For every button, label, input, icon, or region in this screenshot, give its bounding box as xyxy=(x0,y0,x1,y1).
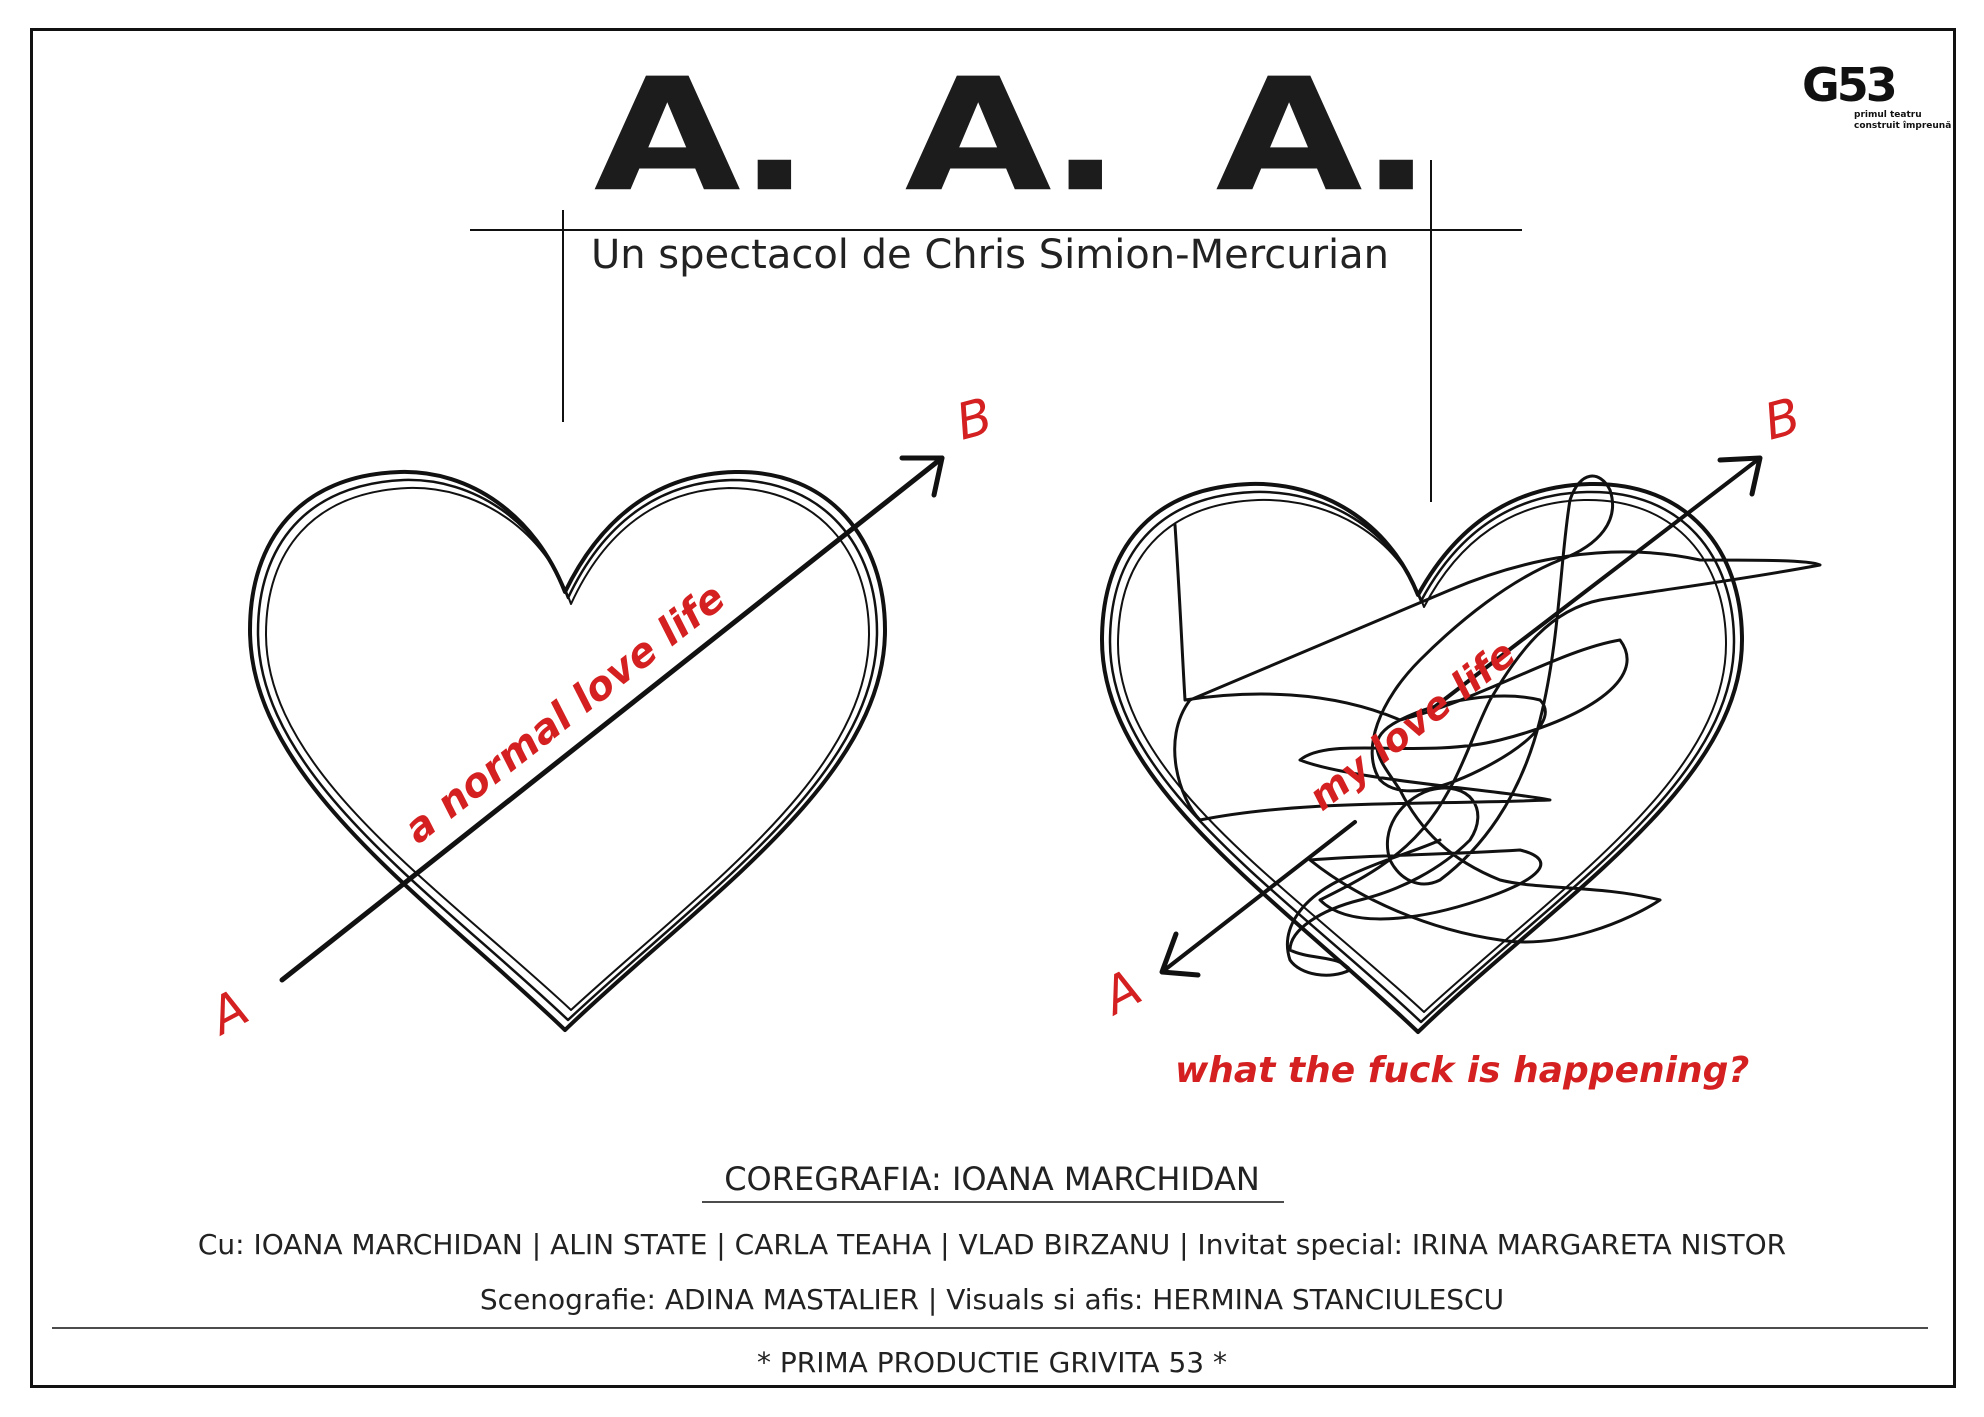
poster-frame xyxy=(30,28,1956,1388)
right-arrow-down-line xyxy=(1160,820,1357,974)
left-caption: a normal love life xyxy=(396,575,734,853)
staff-credit: Scenografie: ADINA MASTALIER | Visuals s… xyxy=(479,1283,1505,1316)
logo-tagline: primul teatru construit împreună xyxy=(1854,110,1954,132)
right-heart xyxy=(1100,481,1744,1034)
cast-credit: Cu: IOANA MARCHIDAN | ALIN STATE | CARLA… xyxy=(197,1228,1787,1261)
poster-title: A. A. A. xyxy=(593,44,1433,227)
right-heart-outline-outer xyxy=(1100,481,1744,1034)
left-label-b: B xyxy=(950,387,998,452)
right-heart-outline-mid xyxy=(1108,490,1736,1024)
right-arrow-up-line xyxy=(1426,456,1762,714)
right-label-a: A xyxy=(1091,958,1151,1027)
right-bottom-caption: what the fuck is happening? xyxy=(1175,1050,1749,1091)
logo-tagline-line-2: construit împreună xyxy=(1854,121,1952,131)
right-label-b: B xyxy=(1758,387,1806,452)
right-arrow-up-head xyxy=(1717,455,1763,497)
left-label-a: A xyxy=(198,978,258,1047)
poster-subtitle: Un spectacol de Chris Simion-Mercurian xyxy=(590,232,1390,278)
left-heart-outline-outer xyxy=(248,469,887,1032)
right-arrow-down-head xyxy=(1159,931,1201,978)
logo-mark: G53 xyxy=(1802,58,1898,112)
logo-tagline-line-1: primul teatru xyxy=(1854,110,1922,120)
left-arrow-line xyxy=(279,455,945,983)
right-scribble xyxy=(1173,474,1822,977)
left-heart xyxy=(248,469,887,1032)
title-underline xyxy=(470,229,1522,231)
left-vertical-rule xyxy=(562,210,564,422)
right-heart-outline-inner xyxy=(1117,498,1727,1013)
left-heart-outline-mid xyxy=(256,478,879,1022)
right-vertical-rule xyxy=(1430,160,1432,502)
g53-logo: G53 primul teatru construit împreună xyxy=(1802,58,1951,138)
footer-credit: * PRIMA PRODUCTIE GRIVITA 53 * xyxy=(757,1346,1227,1379)
left-arrow-head xyxy=(899,455,945,498)
choreography-credit: COREGRAFIA: IOANA MARCHIDAN xyxy=(724,1160,1260,1198)
left-heart-outline-inner xyxy=(265,486,870,1011)
